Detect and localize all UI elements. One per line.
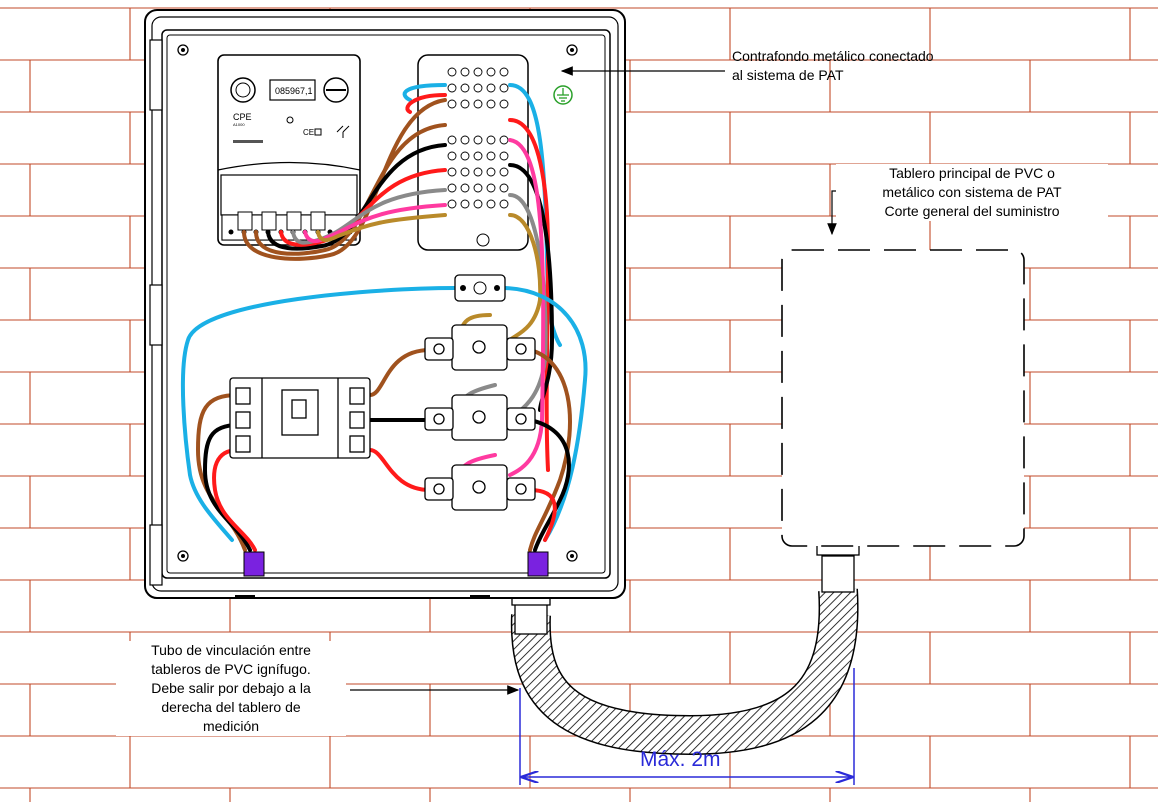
dimension-line: [519, 668, 855, 785]
ground-symbol: [553, 85, 573, 105]
cable-glands: [243, 551, 549, 577]
cables: [180, 83, 588, 552]
energy-meter: A1000 085967,1 CPE CE: [217, 54, 361, 246]
ce-mark: CE: [303, 128, 314, 137]
current-transformers: [424, 324, 536, 511]
meter-brand: CPE: [233, 112, 252, 122]
main-board-dashed: [781, 249, 1025, 547]
dimension-label: Máx. 2m: [640, 748, 721, 771]
annotation-conduit: Tubo de vinculación entre tableros de PV…: [116, 641, 346, 736]
terminal-block: [417, 54, 529, 251]
neutral-connector: [454, 274, 506, 302]
main-breaker: [229, 377, 371, 459]
annotation-contrafondo: Contrafondo metálico conectado al sistem…: [732, 48, 934, 83]
annotation-main-board: Tablero principal de PVC o metálico con …: [836, 164, 1108, 221]
conduit-tube: [510, 544, 860, 756]
meter-model: A1000: [233, 122, 245, 127]
meter-reading: 085967,1: [275, 86, 313, 96]
